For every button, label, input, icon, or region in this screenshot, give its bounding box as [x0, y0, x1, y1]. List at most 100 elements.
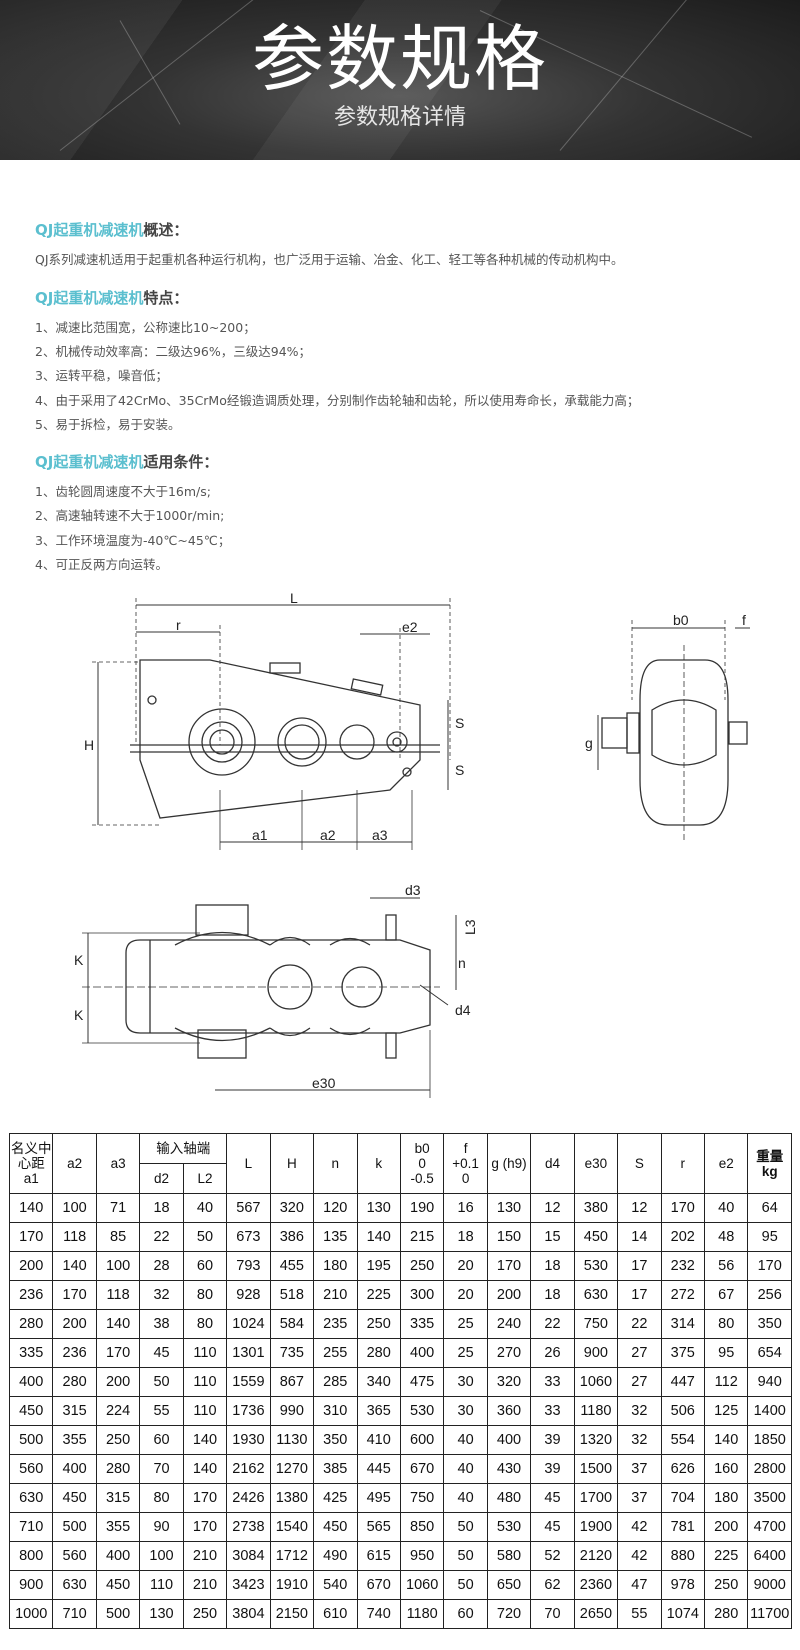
table-cell: 232	[660, 1251, 706, 1281]
label-K-top: K	[74, 952, 84, 968]
table-cell: 280	[52, 1367, 97, 1397]
table-cell: 20	[443, 1251, 488, 1281]
table-cell: 40	[443, 1483, 488, 1513]
table-cell: 867	[269, 1367, 315, 1397]
table-cell: 22	[617, 1309, 662, 1339]
table-cell: 50	[443, 1541, 488, 1571]
table-cell: 85	[95, 1222, 141, 1252]
table-cell: 224	[95, 1396, 141, 1426]
table-cell: 80	[139, 1483, 184, 1513]
table-cell: 450	[313, 1512, 358, 1542]
table-cell: 600	[399, 1425, 445, 1455]
table-cell: 335	[8, 1338, 54, 1368]
table-cell: 25	[443, 1338, 488, 1368]
table-cell: 40	[443, 1425, 488, 1455]
table-cell: 18	[443, 1222, 488, 1252]
table-cell: 170	[747, 1251, 792, 1281]
banner-title: 参数规格	[251, 17, 548, 101]
table-cell: 2120	[573, 1541, 619, 1571]
col-r: r	[660, 1133, 706, 1194]
table-cell: 210	[313, 1280, 358, 1310]
table-cell: 200	[703, 1512, 749, 1542]
table-cell: 195	[356, 1251, 401, 1281]
feature-item: 4、由于采用了42CrMo、35CrMo经锻造调质处理，分别制作齿轮轴和齿轮，所…	[35, 393, 640, 408]
table-cell: 170	[486, 1251, 532, 1281]
table-cell: 42	[617, 1512, 662, 1542]
table-cell: 255	[313, 1338, 358, 1368]
section-heading-conditions: QJ起重机减速机适用条件：	[35, 452, 218, 472]
table-cell: 130	[486, 1193, 532, 1223]
table-cell: 32	[617, 1396, 662, 1426]
table-cell: 9000	[747, 1570, 792, 1600]
table-cell: 506	[660, 1396, 706, 1426]
table-cell: 170	[660, 1193, 706, 1223]
table-cell: 280	[703, 1599, 749, 1629]
table-cell: 650	[486, 1570, 532, 1600]
table-cell: 584	[269, 1309, 315, 1339]
table-cell: 112	[703, 1367, 749, 1397]
table-cell: 170	[95, 1338, 141, 1368]
table-cell: 670	[356, 1570, 401, 1600]
table-cell: 170	[182, 1483, 228, 1513]
table-cell: 210	[182, 1570, 228, 1600]
table-cell: 225	[703, 1541, 749, 1571]
table-cell: 1320	[573, 1425, 619, 1455]
table-cell: 1301	[226, 1338, 271, 1368]
label-f: f	[742, 612, 746, 628]
table-cell: 38	[139, 1309, 184, 1339]
table-cell: 20	[443, 1280, 488, 1310]
table-cell: 70	[530, 1599, 575, 1629]
col-H: H	[269, 1133, 315, 1194]
table-cell: 1000	[8, 1599, 54, 1629]
table-cell: 1910	[269, 1570, 315, 1600]
table-cell: 2150	[269, 1599, 315, 1629]
table-cell: 47	[617, 1570, 662, 1600]
table-cell: 280	[356, 1338, 401, 1368]
table-cell: 110	[182, 1338, 228, 1368]
table-cell: 80	[182, 1280, 228, 1310]
table-cell: 17	[617, 1280, 662, 1310]
table-cell: 180	[703, 1483, 749, 1513]
label-a2: a2	[320, 827, 336, 843]
table-cell: 110	[182, 1367, 228, 1397]
table-cell: 95	[703, 1338, 749, 1368]
table-cell: 710	[8, 1512, 54, 1542]
table-cell: 450	[8, 1396, 54, 1426]
table-cell: 80	[703, 1309, 749, 1339]
table-cell: 210	[182, 1541, 228, 1571]
table-cell: 56	[703, 1251, 749, 1281]
table-cell: 200	[95, 1367, 141, 1397]
table-cell: 350	[313, 1425, 358, 1455]
table-cell: 40	[443, 1454, 488, 1484]
table-cell: 130	[139, 1599, 184, 1629]
table-cell: 410	[356, 1425, 401, 1455]
table-cell: 4700	[747, 1512, 792, 1542]
table-cell: 67	[703, 1280, 749, 1310]
table-cell: 310	[313, 1396, 358, 1426]
table-cell: 27	[617, 1338, 662, 1368]
table-cell: 30	[443, 1396, 488, 1426]
table-cell: 70	[139, 1454, 184, 1484]
table-cell: 990	[269, 1396, 315, 1426]
table-cell: 240	[486, 1309, 532, 1339]
col-L2: L2	[182, 1163, 228, 1194]
table-cell: 14	[617, 1222, 662, 1252]
table-cell: 12	[530, 1193, 575, 1223]
table-cell: 50	[443, 1512, 488, 1542]
label-g: g	[585, 735, 593, 751]
table-cell: 1024	[226, 1309, 271, 1339]
table-cell: 1074	[660, 1599, 706, 1629]
table-cell: 630	[52, 1570, 97, 1600]
table-cell: 710	[52, 1599, 97, 1629]
table-cell: 50	[139, 1367, 184, 1397]
table-cell: 250	[703, 1570, 749, 1600]
table-cell: 673	[226, 1222, 271, 1252]
table-cell: 55	[139, 1396, 184, 1426]
table-cell: 28	[139, 1251, 184, 1281]
table-cell: 670	[399, 1454, 445, 1484]
